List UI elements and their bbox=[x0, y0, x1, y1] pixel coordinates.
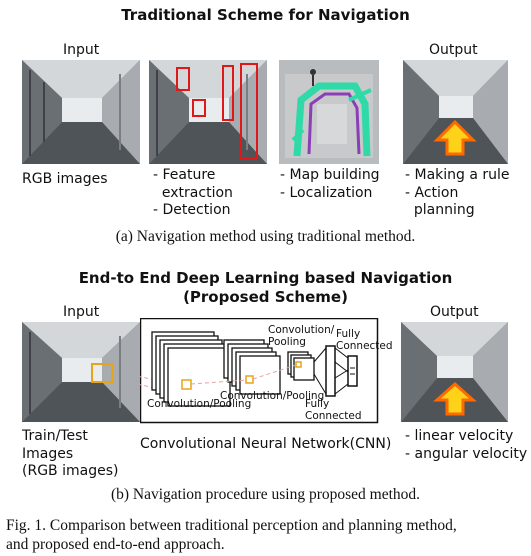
output-photo-b bbox=[401, 322, 508, 422]
panel-a-title: Traditional Scheme for Navigation bbox=[121, 6, 410, 24]
rgb-input-photo-b bbox=[22, 322, 140, 422]
output-photo-a bbox=[403, 60, 508, 164]
col3-text: - Map building- Localization bbox=[280, 167, 380, 201]
panel-a-caption: (a) Navigation method using traditional … bbox=[115, 228, 416, 245]
col1-text: RGB images bbox=[22, 171, 108, 187]
panel-b-caption: (b) Navigation procedure using proposed … bbox=[110, 486, 421, 503]
panel-b-input-label: Input bbox=[63, 304, 100, 320]
col2-text: - Feature extraction- Detection bbox=[153, 167, 233, 218]
output-text-b: - linear velocity- angular velocity bbox=[405, 428, 528, 462]
cnn-text: Convolutional Neural Network(CNN) bbox=[140, 436, 392, 452]
col4-text: - Making a rule- Action planning bbox=[405, 167, 510, 218]
feature-extraction-photo bbox=[149, 60, 267, 164]
input-patch-box bbox=[91, 363, 113, 383]
map-building-image bbox=[279, 60, 379, 164]
conv-pool-label-3: Convolution/Pooling bbox=[268, 324, 335, 348]
cnn-diagram: Convolution/Pooling Convolution/Pooling … bbox=[109, 317, 393, 424]
forward-arrow-icon bbox=[433, 119, 477, 156]
rgb-input-photo-a bbox=[22, 60, 140, 164]
conv-pool-label-2: Convolution/Pooling bbox=[220, 390, 325, 402]
panel-a-input-label: Input bbox=[63, 42, 100, 58]
figure-caption: Fig. 1. Comparison between traditional p… bbox=[6, 517, 457, 553]
panel-b-title-line1: End-to End Deep Learning based Navigatio… bbox=[78, 269, 453, 287]
panel-b-title-line2: (Proposed Scheme) bbox=[183, 288, 348, 306]
conv-pool-label-1: Convolution/Pooling bbox=[147, 398, 252, 410]
panel-b-output-label: Output bbox=[430, 304, 479, 320]
forward-arrow-icon bbox=[433, 381, 477, 416]
panel-a-output-label: Output bbox=[429, 42, 478, 58]
